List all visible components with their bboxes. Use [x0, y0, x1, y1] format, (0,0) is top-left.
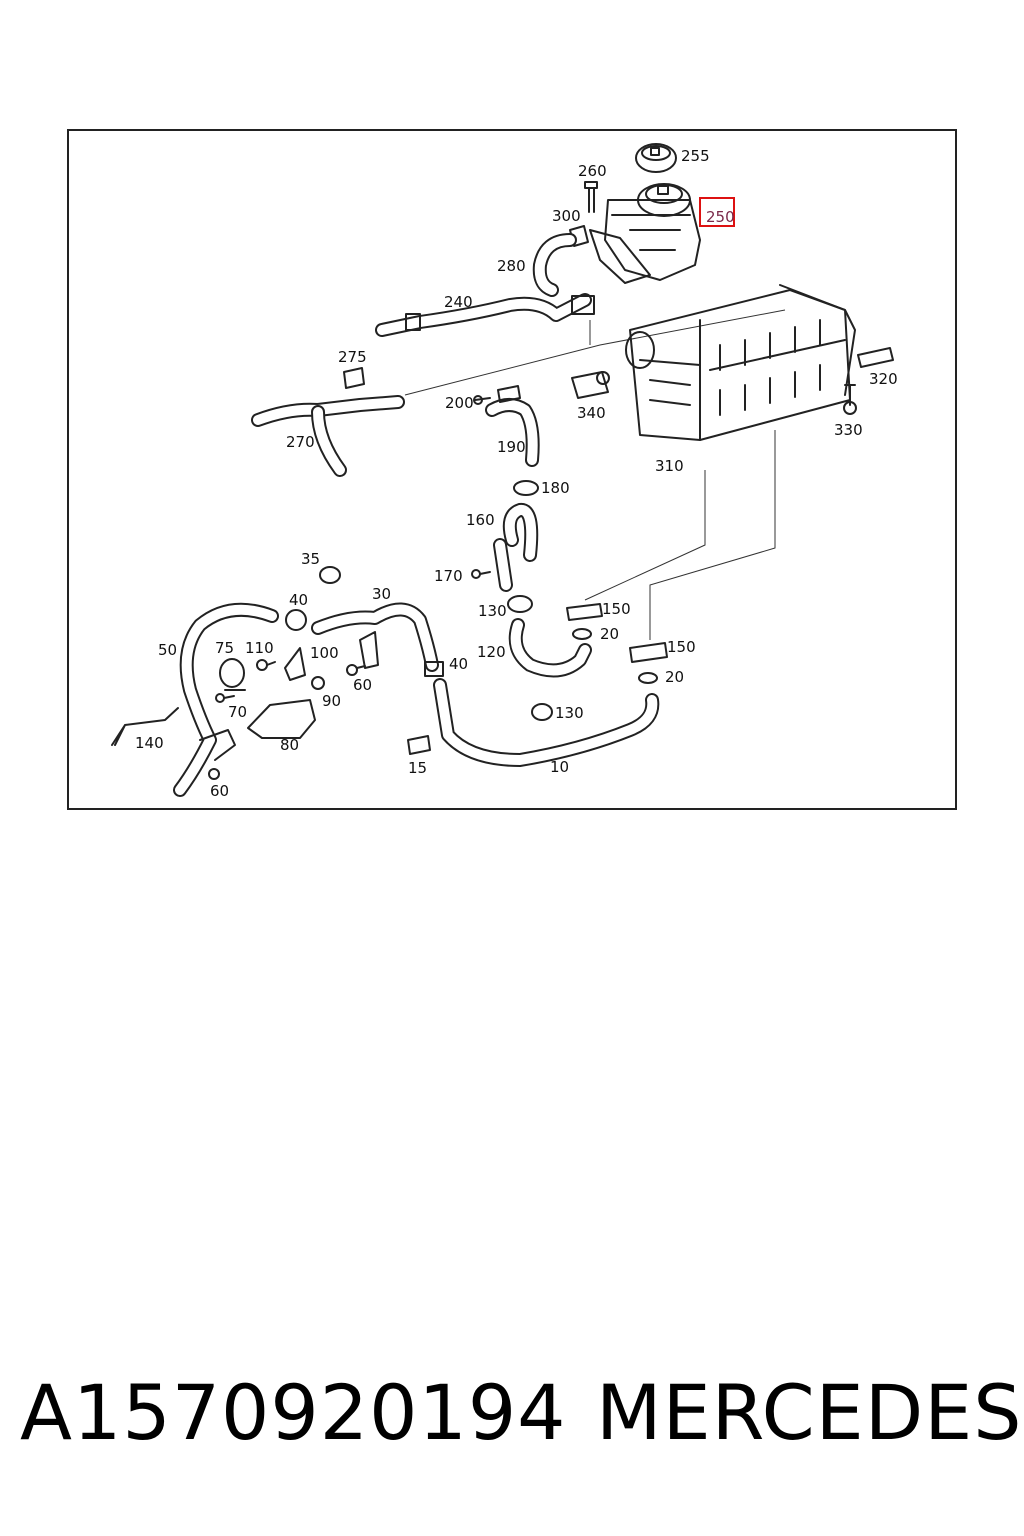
callout-35: 35 [301, 550, 320, 568]
callout-80: 80 [280, 736, 299, 754]
tank-cap[interactable] [635, 143, 677, 173]
callout-255: 255 [681, 147, 710, 165]
callout-150: 150 [602, 600, 631, 618]
callout-15: 15 [408, 759, 427, 777]
callout-10: 10 [550, 758, 569, 776]
heat-exchanger[interactable] [625, 284, 856, 441]
callout-275: 275 [338, 348, 367, 366]
callout-100: 100 [310, 644, 339, 662]
callout-70: 70 [228, 703, 247, 721]
bolt-200[interactable] [473, 395, 491, 405]
callout-40-coupling: 40 [449, 655, 468, 673]
sensor[interactable] [571, 371, 610, 399]
seal-ring[interactable] [572, 628, 592, 640]
callout-150-lower: 150 [667, 638, 696, 656]
callout-50: 50 [158, 641, 177, 659]
callout-190: 190 [497, 438, 526, 456]
bolt-60[interactable] [346, 664, 366, 676]
callout-320: 320 [869, 370, 898, 388]
callout-60: 60 [353, 676, 372, 694]
clamp-15[interactable] [407, 735, 431, 755]
bolt-60-lower[interactable] [208, 768, 220, 780]
clamp-130-lower[interactable] [531, 703, 553, 721]
bolt-170[interactable] [471, 569, 491, 579]
bracket-80[interactable] [247, 699, 316, 739]
callout-130: 130 [478, 602, 507, 620]
part-number: A1570920194 [20, 1368, 567, 1457]
clamp-40[interactable] [285, 609, 307, 631]
callout-280: 280 [497, 257, 526, 275]
callout-260: 260 [578, 162, 607, 180]
callout-120: 120 [477, 643, 506, 661]
bracket-30-mount[interactable] [359, 631, 379, 669]
clamp-130[interactable] [507, 595, 533, 613]
callout-170: 170 [434, 567, 463, 585]
callout-60-lower: 60 [210, 782, 229, 800]
highlight-box [699, 197, 735, 227]
callout-250[interactable]: 250 [706, 208, 735, 226]
parts-diagram: 255 260 300 250 280 240 275 200 340 320 … [111, 143, 898, 800]
nut-90[interactable] [311, 676, 325, 690]
callout-20: 20 [600, 625, 619, 643]
clamp-150-lower[interactable] [629, 642, 668, 663]
bracket-140[interactable] [111, 707, 179, 746]
hose-bracket[interactable] [199, 729, 236, 761]
coupling-40[interactable] [424, 661, 444, 677]
callout-240: 240 [444, 293, 473, 311]
callout-20-lower: 20 [665, 668, 684, 686]
callout-90: 90 [322, 692, 341, 710]
callout-40: 40 [289, 591, 308, 609]
hose-10[interactable] [433, 678, 660, 767]
hose-270[interactable] [251, 395, 405, 477]
expansion-tank[interactable] [589, 183, 701, 284]
hose-30[interactable] [311, 602, 439, 672]
hose-120[interactable] [508, 618, 592, 678]
hose-240[interactable] [375, 293, 595, 337]
bracket-75[interactable] [219, 658, 246, 691]
bolt-110[interactable] [256, 659, 276, 671]
callout-300: 300 [552, 207, 581, 225]
hose-190[interactable] [485, 385, 540, 467]
hose-50[interactable] [173, 602, 279, 797]
seal-ring-lower[interactable] [638, 672, 658, 684]
callout-130-lower: 130 [555, 704, 584, 722]
clamp-150[interactable] [566, 603, 603, 621]
callout-310: 310 [655, 457, 684, 475]
bolt-70[interactable] [215, 693, 235, 703]
clamp-35[interactable] [319, 566, 341, 584]
hose-280[interactable] [532, 233, 577, 297]
bolt[interactable] [584, 181, 598, 213]
bolt-330[interactable] [843, 384, 857, 415]
callout-30: 30 [372, 585, 391, 603]
callout-160: 160 [466, 511, 495, 529]
brand-name: MERCEDES [596, 1368, 1023, 1457]
callout-200: 200 [445, 394, 474, 412]
callout-110: 110 [245, 639, 274, 657]
callout-75: 75 [215, 639, 234, 657]
callout-180: 180 [541, 479, 570, 497]
callout-340: 340 [577, 404, 606, 422]
callout-140: 140 [135, 734, 164, 752]
bracket-100[interactable] [284, 647, 306, 681]
callout-270: 270 [286, 433, 315, 451]
callout-330: 330 [834, 421, 863, 439]
hose-160[interactable] [493, 503, 539, 592]
clamp-180[interactable] [513, 480, 539, 496]
clip-275[interactable] [343, 367, 365, 389]
connector[interactable] [857, 347, 894, 368]
